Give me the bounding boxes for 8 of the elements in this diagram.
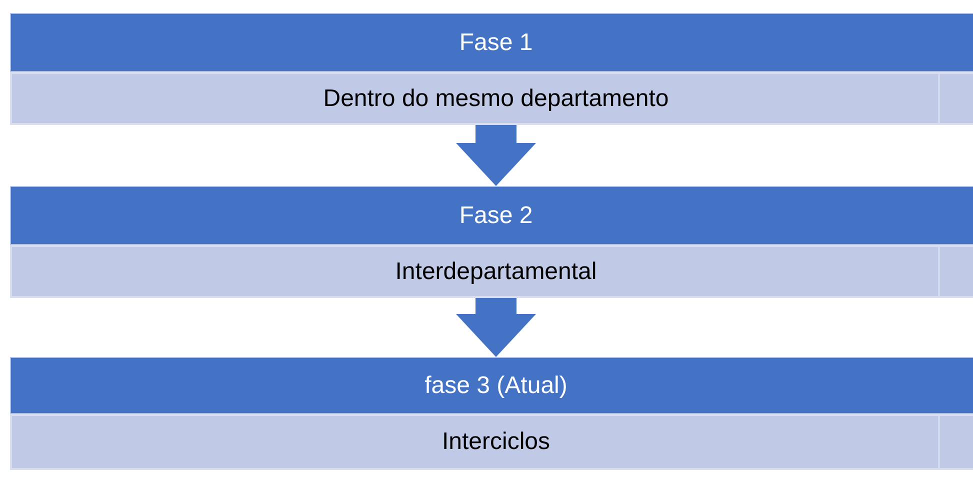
- block-arrow: [456, 125, 536, 186]
- phase-title: fase 3 (Atual): [10, 357, 973, 414]
- block-arrow: [456, 298, 536, 357]
- phase-description: Interdepartamental: [10, 245, 973, 298]
- phase-title: Fase 2: [10, 186, 973, 245]
- phase-title: Fase 1: [10, 13, 973, 72]
- phase-description: Interciclos: [10, 414, 973, 470]
- phase-description: Dentro do mesmo departamento: [10, 72, 973, 125]
